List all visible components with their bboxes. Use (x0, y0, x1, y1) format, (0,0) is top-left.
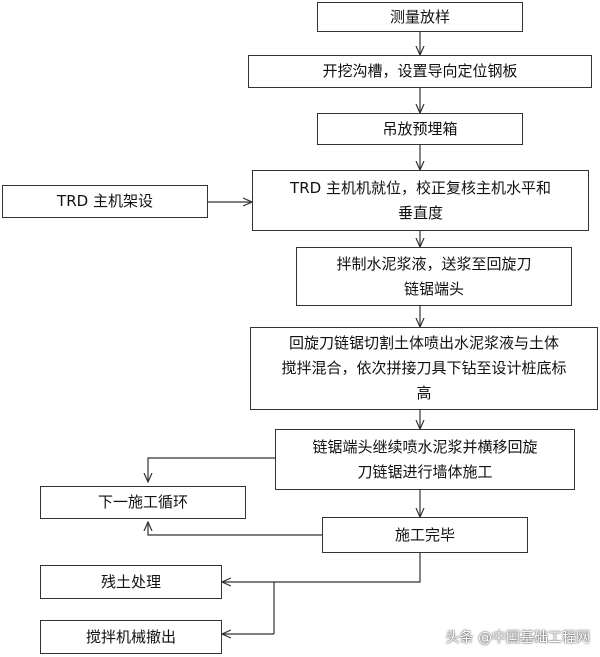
connector-complete-down (273, 553, 421, 634)
step-trd-position: TRD 主机机就位，校正复核主机水平和 垂直度 (252, 170, 589, 231)
step-spray-move: 链锯端头继续喷水泥浆并横移回旋 刀链锯进行墙体施工 (275, 429, 575, 490)
step-mix-slurry: 拌制水泥浆液，送浆至回旋刀 链锯端头 (296, 247, 572, 306)
step-next-cycle: 下一施工循环 (40, 486, 246, 519)
arrow-complete-to-next-cycle (148, 522, 322, 536)
step-soil-disposal: 残土处理 (40, 565, 222, 599)
step-survey: 测量放样 (317, 2, 523, 32)
step-trench: 开挖沟槽，设置导向定位钢板 (248, 55, 592, 88)
arrow-spray-to-next-cycle (148, 457, 275, 482)
step-remove-machine: 搅拌机械撤出 (40, 620, 222, 654)
step-trd-setup: TRD 主机架设 (2, 185, 208, 218)
step-cut-soil: 回旋刀链锯切割土体喷出水泥浆液与土体 搅拌混合，依次拼接刀具下钻至设计桩底标 高 (250, 327, 598, 410)
watermark: 头条 @中国基础工程网 (445, 630, 590, 646)
step-complete: 施工完毕 (322, 517, 528, 553)
step-hoist-box: 吊放预埋箱 (317, 113, 523, 145)
